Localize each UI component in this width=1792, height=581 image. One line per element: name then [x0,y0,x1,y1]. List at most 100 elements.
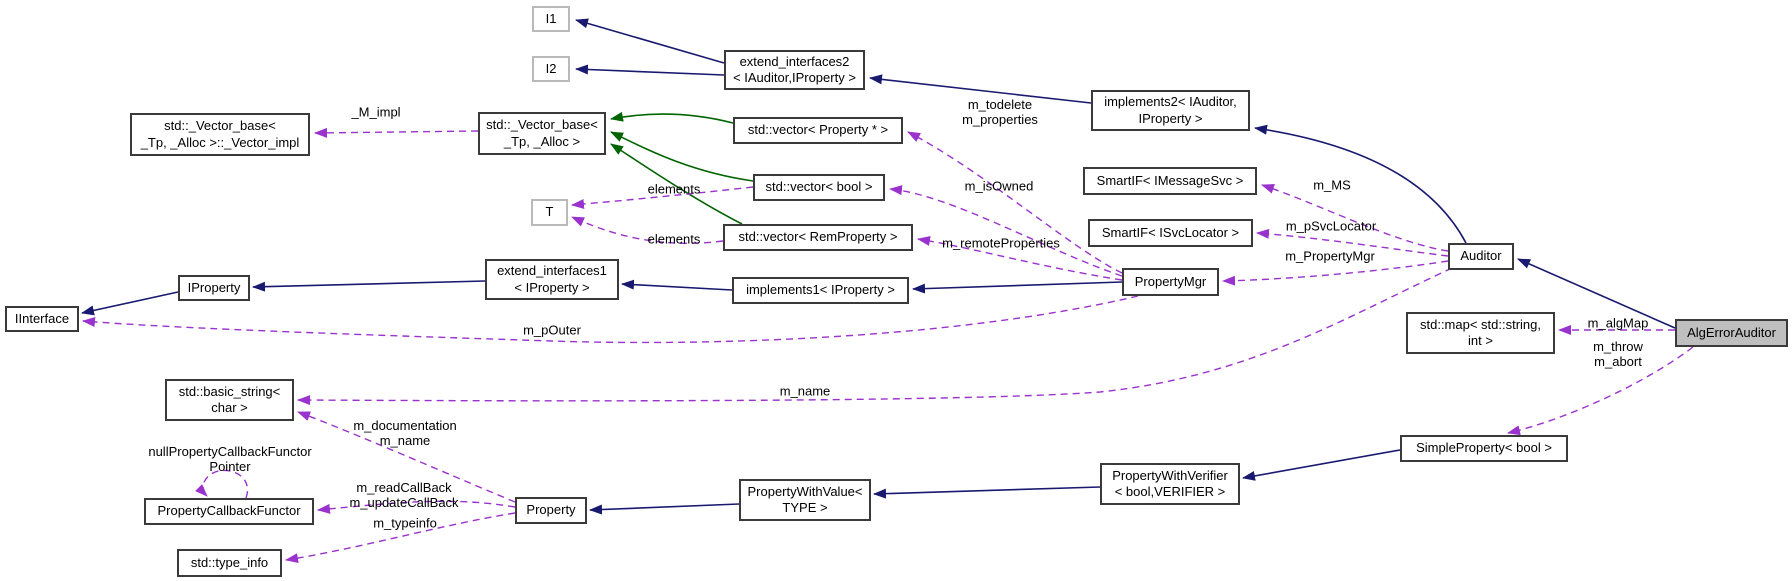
edge-auditor-to-smartifsvclocator [1256,228,1449,257]
node-label: SmartIF< IMessageSvc > [1096,172,1244,188]
edge-label-m-ms: m_MS [1313,177,1351,193]
edge-label-m-impl: _M_impl [351,104,401,120]
node-vector-remproperty[interactable]: std::vector< RemProperty > [723,224,913,251]
node-label: SimpleProperty< bool > [1416,440,1552,456]
edge-vectorproperty-to-vectorbase [610,111,734,124]
node-std-map[interactable]: std::map< std::string, int > [1406,312,1555,354]
node-label: < bool,VERIFIER > [1114,484,1226,499]
node-vector-property[interactable]: std::vector< Property * > [733,117,903,144]
node-propertywithverifier[interactable]: PropertyWithVerifier < bool,VERIFIER > [1100,463,1240,505]
edge-algerrorauditor-to-simpleproperty [1507,346,1694,436]
edge-label-m-name: m_name [779,383,831,399]
edge-simpleproperty-to-propertywithverifier [1242,449,1401,481]
node-label: implements2< IAuditor, [1104,94,1237,110]
edge-label-m-algmap: m_algMap [1587,315,1649,331]
node-iinterface[interactable]: IInterface [5,306,79,332]
node-label: PropertyCallbackFunctor [157,503,301,519]
edge-algerrorauditor-to-auditor [1517,258,1676,329]
edge-extendinterfaces2-to-i2 [575,64,725,76]
edge-extendinterfaces1-to-iproperty [252,280,486,292]
node-vector-impl[interactable]: std::_Vector_base< _Tp, _Alloc >::_Vecto… [130,113,310,156]
edge-propertymgr-to-iinterface-pouter [82,295,1139,344]
edge-iproperty-to-iinterface [81,291,179,316]
node-label: PropertyMgr [1134,273,1207,289]
node-label: T [545,204,554,220]
edge-label-m-documentation: m_documentation m_name [353,418,457,448]
edge-propertymgr-to-implements1 [912,281,1123,294]
edge-label-nullpropertycallbackfunctorpointer: nullPropertyCallbackFunctor Pointer [148,444,312,474]
edge-vectorbool-to-t-elements [571,186,754,209]
node-label: std::_Vector_base< [486,117,598,133]
node-label: extend_interfaces1 [497,263,607,279]
node-label: I1 [545,10,557,26]
edge-label-m-typeinfo: m_typeinfo [373,515,437,531]
node-auditor[interactable]: Auditor [1448,243,1514,270]
node-iproperty[interactable]: IProperty [178,275,250,301]
node-label: std::vector< Property * > [747,122,889,138]
node-smartif-imessagesvc[interactable]: SmartIF< IMessageSvc > [1083,167,1257,195]
node-simpleproperty[interactable]: SimpleProperty< bool > [1400,435,1568,462]
edge-label-m-isowned: m_isOwned [964,178,1034,194]
node-vector-base[interactable]: std::_Vector_base< _Tp, _Alloc > [478,112,606,155]
node-label: PropertyWithVerifier [1112,467,1228,483]
node-propertymgr[interactable]: PropertyMgr [1122,268,1219,296]
node-type-info[interactable]: std::type_info [177,549,282,577]
edge-label-m-readcallback: m_readCallBack m_updateCallBack [349,480,459,510]
node-label: < IProperty > [514,279,590,295]
edge-vectorbase-to-vectorimpl [314,127,479,138]
edge-vectorbool-to-vectorbase [610,131,754,182]
node-label: int > [1468,333,1493,348]
node-propertycallbackfunctor[interactable]: PropertyCallbackFunctor [144,498,314,525]
node-label: I2 [545,60,557,76]
edge-label-m-propertymgr: m_PropertyMgr [1285,248,1375,264]
node-label: _Tp, _Alloc >::_Vector_impl [140,134,300,150]
edge-callbackfunctor-selfloop [194,469,249,499]
node-extend-interfaces2[interactable]: extend_interfaces2 < IAuditor,IProperty … [724,50,865,90]
edge-auditor-to-propertymgr [1222,260,1449,286]
edge-propertywithvalue-to-property [589,503,740,515]
edge-property-to-callbackfunctor [317,500,516,514]
edge-auditor-to-implements2 [1254,124,1467,244]
edge-vectorremproperty-to-t-elements [571,216,724,244]
node-implements2[interactable]: implements2< IAuditor, IProperty > [1091,90,1250,131]
edge-property-to-basicstring-doc [297,411,516,503]
node-label: _Tp, _Alloc > [503,133,581,149]
node-algerrorauditor[interactable]: AlgErrorAuditor [1675,319,1788,347]
edge-implements1-to-extendinterfaces1 [621,279,733,291]
node-label: AlgErrorAuditor [1687,324,1776,340]
node-label: Auditor [1460,248,1502,264]
node-vector-bool[interactable]: std::vector< bool > [753,174,885,201]
edge-vectorremproperty-to-vectorbase [610,143,743,225]
node-label: std::basic_string< [178,383,281,399]
node-label: IProperty > [1138,110,1203,126]
node-implements1[interactable]: implements1< IProperty > [732,277,909,304]
node-i1[interactable]: I1 [532,6,570,32]
edge-label-m-remoteproperties: m_remoteProperties [942,235,1060,251]
edge-label-elements-lower: elements [647,231,701,247]
node-label: extend_interfaces2 [739,53,850,69]
edge-label-m-throw: m_throw m_abort [1593,339,1643,369]
node-propertywithvalue[interactable]: PropertyWithValue< TYPE > [739,479,871,521]
node-property[interactable]: Property [515,497,587,524]
node-label: TYPE > [782,500,828,515]
edge-propertymgr-to-vectorproperty [907,131,1123,274]
node-smartif-isvclocator[interactable]: SmartIF< ISvcLocator > [1088,219,1253,247]
edge-label-m-pouter: m_pOuter [523,322,581,338]
node-label: Property [526,502,576,518]
node-t[interactable]: T [531,199,568,226]
node-i2[interactable]: I2 [532,56,570,82]
node-label: implements1< IProperty > [746,282,895,298]
node-extend-interfaces1[interactable]: extend_interfaces1 < IProperty > [485,259,619,300]
node-label: std::map< std::string, [1419,316,1542,332]
node-label: PropertyWithValue< [747,483,863,499]
edge-auditor-to-smartifmessagesvc [1261,184,1449,252]
node-basic-string[interactable]: std::basic_string< char > [165,379,294,421]
node-label: char > [211,400,248,415]
node-label: SmartIF< ISvcLocator > [1101,224,1240,240]
edge-extendinterfaces2-to-i1 [575,18,725,64]
edge-propertymgr-to-vectorremproperty [917,236,1123,281]
edge-label-m-psvclocator: m_pSvcLocator [1285,218,1377,234]
node-label: std::type_info [190,554,269,570]
